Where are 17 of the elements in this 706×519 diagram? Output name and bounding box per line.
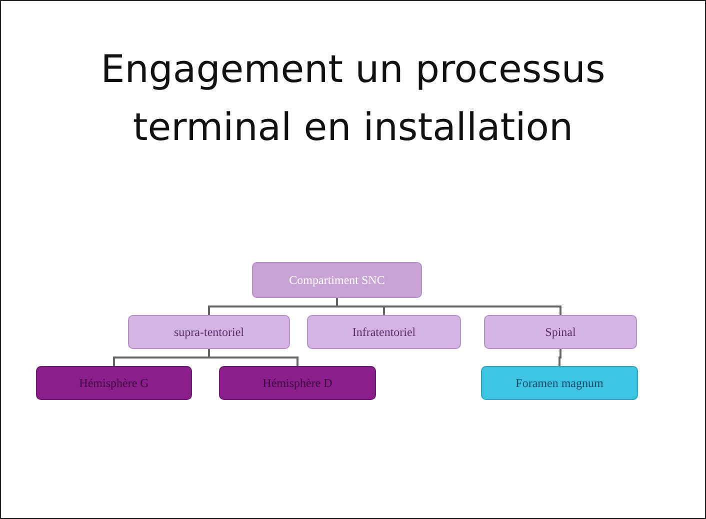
box-label: Compartiment SNC bbox=[289, 272, 385, 288]
org-chart-box bbox=[484, 315, 637, 349]
org-chart-box bbox=[128, 315, 290, 349]
org-chart-box bbox=[36, 366, 192, 400]
connector-line bbox=[336, 298, 562, 315]
box-label: Infratentoriel bbox=[352, 324, 416, 340]
org-chart-box bbox=[307, 315, 461, 349]
box-label: Hémisphère D bbox=[262, 376, 332, 390]
box-label: Foramen magnum bbox=[516, 376, 604, 390]
org-chart-box bbox=[219, 366, 376, 400]
box-label: Spinal bbox=[545, 324, 576, 340]
connector-line bbox=[558, 349, 562, 366]
box-label: Hémisphère G bbox=[79, 376, 149, 390]
slide-title: Engagement un processus terminal en installation bbox=[100, 46, 606, 151]
org-chart-box bbox=[481, 366, 638, 400]
org-chart-box bbox=[252, 262, 422, 298]
box-label: supra-tentoriel bbox=[174, 324, 244, 340]
